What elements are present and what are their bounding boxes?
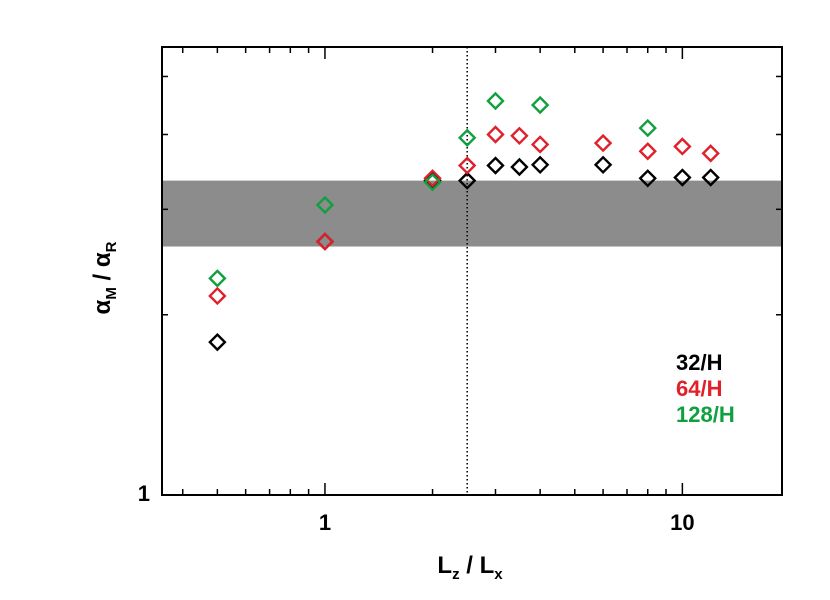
- legend: 32/H 64/H 128/H: [676, 350, 735, 427]
- data-point: [701, 168, 720, 187]
- x-axis-label: Lz / Lx: [437, 552, 503, 583]
- data-point: [638, 169, 657, 188]
- data-point: [510, 126, 529, 145]
- data-point: [530, 135, 550, 154]
- data-point: [593, 155, 613, 174]
- plot-border: [161, 46, 783, 496]
- data-point: [423, 169, 442, 188]
- data-point: [486, 156, 505, 175]
- data-point: [510, 157, 529, 177]
- series-128-per-H: [208, 91, 657, 288]
- plot-frame: [161, 46, 783, 496]
- data-point: [315, 232, 335, 251]
- data-point: [208, 269, 227, 288]
- data-point: [486, 125, 505, 144]
- legend-entry-64: 64/H: [676, 376, 722, 401]
- data-point: [208, 332, 227, 352]
- data-point: [530, 95, 550, 115]
- marker-layer: [208, 91, 720, 352]
- data-point: [530, 155, 550, 174]
- data-point: [638, 118, 657, 138]
- data-point: [457, 128, 477, 147]
- data-point: [457, 171, 477, 190]
- band-layer: [162, 180, 782, 247]
- shaded-band: [162, 180, 782, 247]
- data-point: [673, 137, 692, 156]
- legend-entry-128: 128/H: [676, 402, 735, 427]
- data-point: [486, 91, 505, 111]
- tick-layer: 1 10 1: [138, 47, 782, 535]
- data-point: [638, 142, 657, 161]
- x-tick-label: 10: [670, 510, 694, 535]
- x-tick-label: 1: [319, 510, 331, 535]
- series-64-per-H: [208, 125, 720, 306]
- data-point: [673, 168, 692, 187]
- data-point: [315, 195, 335, 215]
- data-point: [593, 133, 613, 153]
- y-tick-label: 1: [138, 481, 150, 506]
- data-point: [701, 144, 720, 163]
- y-axis-label: αM / αR: [89, 241, 120, 314]
- data-point: [208, 286, 227, 306]
- data-point: [457, 156, 477, 175]
- legend-entry-32: 32/H: [676, 350, 722, 375]
- data-point: [423, 172, 442, 192]
